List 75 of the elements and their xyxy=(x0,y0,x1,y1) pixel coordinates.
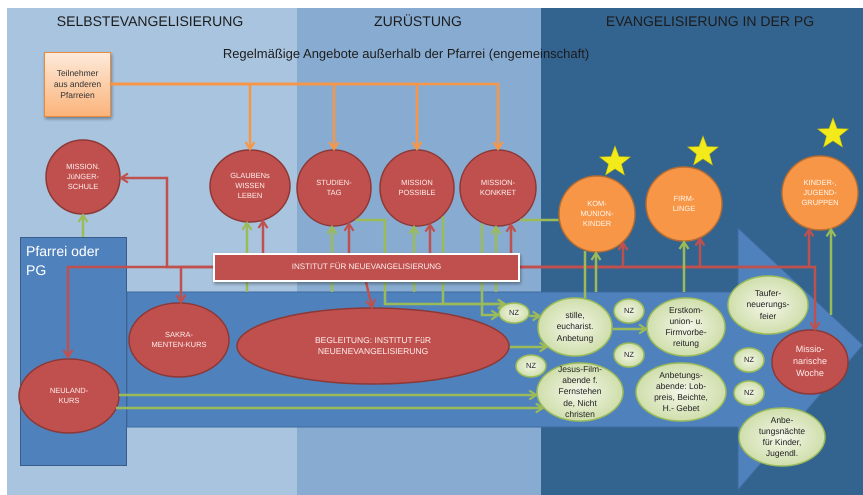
connector-arrow xyxy=(490,226,502,253)
group-circle xyxy=(645,166,723,242)
offer-ellipse xyxy=(498,302,530,324)
connector-arrow xyxy=(116,402,544,414)
offer-ellipse xyxy=(613,342,645,368)
program-circle xyxy=(128,302,230,378)
participants-box xyxy=(44,52,111,117)
node-label: stille, eucharist. Anbetung xyxy=(556,310,594,344)
section-heading: EVANGELISIERUNG IN DER PG xyxy=(604,13,816,29)
parish-box xyxy=(20,237,127,466)
connector-line xyxy=(584,251,586,298)
connector-arrow xyxy=(364,282,376,308)
connector-line xyxy=(494,282,498,292)
connector-arrow xyxy=(510,341,548,353)
offer-ellipse xyxy=(733,347,765,373)
group-circle xyxy=(558,175,636,253)
connector-arrow xyxy=(529,310,541,322)
program-circle xyxy=(18,358,120,434)
node-label: Anbe- tungsnächte für Kinder, Jugendl. xyxy=(758,414,806,460)
connector-line xyxy=(412,282,416,292)
program-circle xyxy=(771,329,849,395)
connector-arrow xyxy=(408,226,420,253)
program-circle xyxy=(45,139,121,215)
connector-arrow xyxy=(111,82,504,150)
connector-arrow xyxy=(505,224,517,253)
node-label: Teilnehmer aus anderen Pfarreien xyxy=(52,68,102,102)
connector-arrow xyxy=(825,228,837,316)
section-heading: SELBSTEVANGELISIERUNG xyxy=(56,13,244,29)
connector-line xyxy=(442,216,444,253)
connector-arrow xyxy=(520,266,821,330)
connector-arrow xyxy=(442,282,506,310)
institute-banner xyxy=(213,253,520,282)
connector-arrow xyxy=(241,222,253,253)
connector-arrow xyxy=(257,220,269,253)
node-label: Missio- narische Woche xyxy=(792,344,828,380)
node-label: BEGLEITUNG: INSTITUT FüR NEUENEVANGELISIERUNG xyxy=(314,334,432,358)
offer-ellipse xyxy=(646,297,726,357)
program-circle xyxy=(236,307,510,385)
offer-ellipse xyxy=(537,297,613,357)
subtitle: Regelmäßige Angebote außerhalb der Pfarrei (engemeinschaft) xyxy=(222,46,590,61)
node-label: Taufer- neuerungs- feier xyxy=(745,288,790,322)
connector-arrow xyxy=(62,266,213,358)
connector-arrow xyxy=(678,240,690,292)
section-heading: ZURÜSTUNG xyxy=(373,13,463,29)
offer-ellipse xyxy=(733,380,765,406)
connector-line xyxy=(520,218,558,222)
connector-arrow xyxy=(119,389,538,401)
connector-arrow xyxy=(480,282,500,321)
offer-ellipse xyxy=(738,407,826,467)
node-label: INSTITUT FÜR NEUEVANGELISIERUNG xyxy=(292,262,442,273)
connector-line xyxy=(330,282,334,292)
offer-ellipse xyxy=(635,362,727,422)
offer-ellipse xyxy=(536,362,624,422)
connector-arrow xyxy=(424,224,436,253)
connector-arrow xyxy=(590,252,602,292)
node-label: Pfarrei oder PG xyxy=(26,242,100,280)
connector-line xyxy=(246,282,248,292)
connector-line xyxy=(356,218,386,253)
node-label: Anbetungs- abende: Lob- preis, Beichte, H.- Gebet xyxy=(653,370,709,414)
connector-arrow xyxy=(612,323,648,335)
connector-arrow xyxy=(77,214,89,237)
connector-arrow xyxy=(343,222,355,253)
node-label: Erstkom- union- u. Firmvorbe- reitung xyxy=(664,304,708,350)
program-circle xyxy=(379,149,455,227)
program-circle xyxy=(209,149,291,223)
program-circle xyxy=(459,149,537,227)
offer-ellipse xyxy=(727,275,809,335)
connector-line xyxy=(480,224,484,253)
group-circle xyxy=(781,155,859,231)
program-circle xyxy=(296,149,372,227)
flow-arrow-band xyxy=(127,228,863,490)
connector-arrow xyxy=(326,226,338,253)
offer-ellipse xyxy=(613,298,645,324)
offer-ellipse xyxy=(515,354,547,378)
node-label: Jesus-Film- abende f. Fernstehen de, Nicht christen xyxy=(557,364,603,420)
